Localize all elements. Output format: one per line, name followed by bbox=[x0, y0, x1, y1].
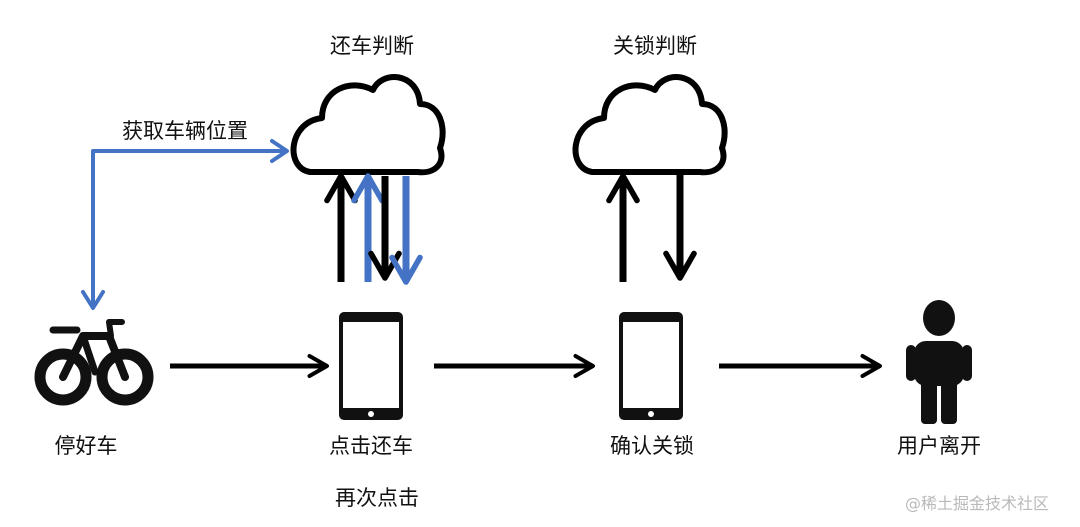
label-cloud-return-check: 还车判断 bbox=[330, 34, 414, 58]
label-cloud-lock-check: 关锁判断 bbox=[613, 34, 697, 58]
location-arrowhead-down bbox=[81, 290, 105, 310]
label-park: 停好车 bbox=[54, 434, 118, 458]
label-click-return: 点击还车 bbox=[329, 434, 413, 458]
phone-icon-confirm bbox=[619, 312, 683, 420]
location-connector-line bbox=[91, 149, 286, 305]
label-click-again: 再次点击 bbox=[335, 486, 419, 510]
person-icon bbox=[906, 300, 972, 424]
label-get-location: 获取车辆位置 bbox=[122, 119, 248, 143]
label-confirm-lock: 确认关锁 bbox=[610, 434, 694, 458]
phone-icon-return bbox=[339, 312, 403, 420]
cloud-icon-return-check bbox=[290, 74, 446, 176]
label-user-leave: 用户离开 bbox=[897, 434, 981, 458]
watermark: @稀土掘金技术社区 bbox=[905, 494, 1050, 513]
location-arrowhead-right bbox=[270, 139, 289, 163]
bicycle-icon bbox=[34, 319, 154, 406]
cloud-icon-lock-check bbox=[572, 74, 728, 176]
